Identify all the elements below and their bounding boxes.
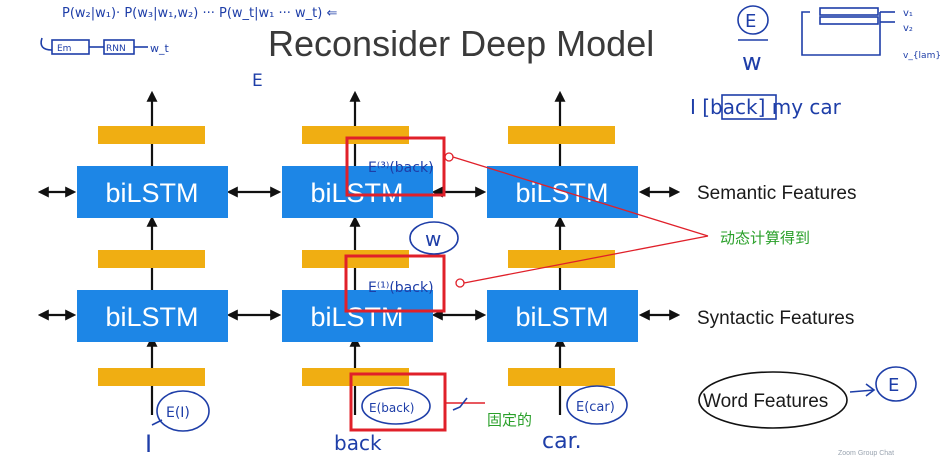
e-I: E(I) (166, 405, 190, 421)
e-semantic-back: E⁽³⁾(back) (368, 160, 434, 176)
e-big: E (888, 375, 899, 396)
pipeline-em: Em (57, 44, 71, 54)
footer-watermark: Zoom Group Chat (838, 450, 894, 457)
vocab-v2: v₂ (903, 23, 913, 34)
embed-bar-bot-3 (508, 368, 615, 386)
chinese-annotations: 动态计算得到 固定的 (487, 229, 810, 429)
page-title: Reconsider Deep Model (268, 23, 654, 64)
e-car: E(car) (576, 400, 615, 415)
word-back: back (334, 431, 382, 455)
bilstm-label-bot-3: biLSTM (515, 302, 608, 332)
bilstm-label-top-3: biLSTM (515, 178, 608, 208)
e-syntactic-back: E⁽¹⁾(back) (368, 280, 434, 296)
formula-handwriting: P(w₂|w₁)· P(w₃|w₁,w₂) ··· P(w_t|w₁ ··· w… (62, 6, 337, 21)
embed-bar-bot-1 (98, 368, 205, 386)
embed-bar-mid-1 (98, 250, 205, 268)
handwriting-text: P(w₂|w₁)· P(w₃|w₁,w₂) ··· P(w_t|w₁ ··· w… (57, 6, 941, 458)
embed-bar-top-2 (302, 126, 409, 144)
feature-labels: Semantic Features Syntactic Features Wor… (697, 183, 856, 412)
word-features-label: Word Features (703, 391, 828, 412)
embed-bar-bot-2 (302, 368, 409, 386)
vocab-vlam: v_{lam} (903, 51, 941, 61)
bilstm-label-bot-2: biLSTM (310, 302, 403, 332)
connector-lines (444, 152, 709, 404)
e-over-w-W: w (742, 48, 762, 76)
e-mark: E (252, 71, 263, 91)
vocab-v1: v₁ (903, 8, 913, 19)
bilstm-label-top-2: biLSTM (310, 178, 403, 208)
handwriting (40, 5, 917, 432)
pipeline-wt: w_t (150, 42, 169, 55)
syntactic-features-label: Syntactic Features (697, 308, 854, 329)
bilstm-label-top-1: biLSTM (105, 178, 198, 208)
e-back: E(back) (369, 401, 414, 415)
pipeline-rnn: RNN (106, 44, 126, 54)
embed-bar-top-3 (508, 126, 615, 144)
embed-bar-top-1 (98, 126, 205, 144)
embed-bar-mid-2 (302, 250, 409, 268)
word-I: I (145, 430, 152, 458)
highlight-boxes (344, 136, 447, 432)
bilstm-blocks: biLSTM biLSTM biLSTM biLSTM biLSTM biLST… (77, 166, 638, 342)
semantic-features-label: Semantic Features (697, 183, 856, 204)
dynamic-computed-label: 动态计算得到 (720, 229, 810, 247)
bilstm-label-bot-1: biLSTM (105, 302, 198, 332)
horizontal-arrows (37, 186, 681, 321)
w-circle-label: w (425, 227, 441, 251)
sentence-handwriting: I [back] my car (690, 95, 842, 119)
fixed-label: 固定的 (487, 411, 532, 429)
e-over-w-E: E (745, 11, 756, 32)
embed-bar-mid-3 (508, 250, 615, 268)
word-car: car. (542, 429, 582, 454)
